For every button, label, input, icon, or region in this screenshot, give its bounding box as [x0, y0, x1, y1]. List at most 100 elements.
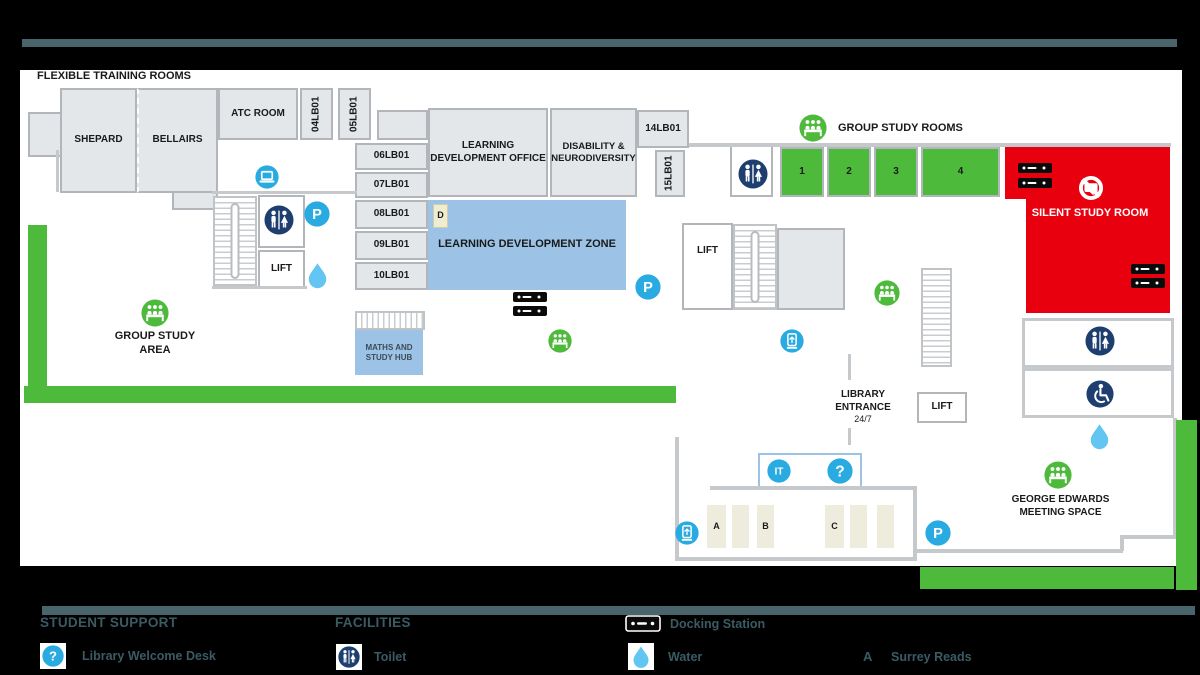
room-label-booth-c: C [831, 520, 838, 531]
wall-segment-10 [913, 486, 917, 561]
room-room-10lb01: 10LB01 [355, 262, 428, 290]
docking-station-icon-5 [1131, 264, 1165, 274]
room-label-atc-room: ATC ROOM [231, 107, 285, 119]
docking-station-legend-icon [625, 615, 661, 632]
green-accent-bar-1 [28, 225, 47, 388]
room-group-room-4: 4 [921, 147, 1000, 197]
room-label-tab-d: D [437, 210, 444, 221]
room-label-group-room-1: 1 [799, 165, 805, 177]
room-label-room-06lb01: 06LB01 [373, 150, 410, 162]
room-atc-room: ATC ROOM [218, 88, 298, 140]
group-study-icon-2 [548, 329, 572, 353]
docking-station-icon-3 [1018, 163, 1052, 173]
room-label-bellairs: BELLAIRS [152, 134, 203, 146]
group-study-icon-4 [874, 280, 900, 306]
wall-segment-12 [848, 354, 851, 380]
room-label-learning-dev-office: LEARNING DEVELOPMENT OFFICE [430, 140, 546, 164]
room-booth-6 [877, 505, 894, 548]
room-label-room-05lb01: 05LB01 [348, 96, 360, 132]
docking-station-icon-4 [1018, 178, 1052, 188]
svg-text:P: P [312, 207, 322, 223]
wall-segment-8 [675, 437, 679, 561]
group-study-icon-5 [1044, 461, 1072, 489]
parking-icon-3: P [925, 520, 951, 546]
room-label-room-04lb01: 04LB01 [310, 96, 322, 132]
room-label-room-10lb01: 10LB01 [373, 269, 410, 281]
room-label-learning-dev-zone: LEARNING DEVELOPMENT ZONE [438, 238, 616, 251]
wall-segment-5 [917, 549, 1123, 553]
water-icon-1 [307, 262, 328, 289]
group-study-icon-3 [799, 114, 827, 142]
docking-station-icon-2 [513, 306, 547, 316]
map-label-flexible-training-rooms: FLEXIBLE TRAINING ROOMS [37, 70, 191, 82]
accessible-toilet-icon [1086, 380, 1114, 408]
wall-segment-6 [1120, 535, 1178, 539]
room-tab-d: D [433, 204, 448, 228]
svg-text:?: ? [835, 463, 844, 480]
room-group-room-1: 1 [780, 147, 824, 197]
legend-label-welcome-desk: Library Welcome Desk [82, 649, 216, 663]
legend-label-toilet: Toilet [374, 650, 407, 664]
room-room-09lb01: 09LB01 [355, 231, 428, 260]
room-label-shepard: SHEPARD [74, 134, 123, 146]
room-label-lift-left: LIFT [270, 262, 293, 274]
svg-text:IT: IT [775, 466, 784, 477]
room-booth-c: C [825, 505, 844, 548]
room-label-lift-bottom: LIFT [931, 401, 953, 413]
top-accent-bar [22, 39, 1177, 47]
water-icon-2 [1089, 423, 1110, 450]
room-room-08lb01: 08LB01 [355, 200, 428, 229]
book-return-icon-1 [780, 329, 804, 353]
welcome-desk-icon: ? [827, 458, 853, 484]
legend-label-water: Water [668, 650, 703, 664]
room-room-15lb01: 15LB01 [655, 150, 685, 197]
staircase-2 [733, 224, 777, 310]
wall-segment-0 [689, 143, 1171, 147]
room-label-room-08lb01: 08LB01 [373, 208, 410, 220]
room-room-14lb01: 14LB01 [637, 110, 689, 148]
room-booth-b: B [757, 505, 774, 548]
room-label-room-07lb01: 07LB01 [373, 178, 410, 190]
room-room-small-top [377, 110, 428, 140]
map-label-library-entrance: LIBRARY ENTRANCE [835, 389, 891, 413]
laptop-icon [255, 165, 279, 189]
room-label-maths-study-hub: MATHS AND STUDY HUB [365, 342, 413, 362]
legend-header-student-support: STUDENT SUPPORT [40, 615, 178, 630]
silent-study-icon [1077, 174, 1105, 202]
room-shepard: SHEPARD [60, 88, 137, 193]
room-bellairs: BELLAIRS [137, 88, 218, 193]
room-room-07lb01: 07LB01 [355, 172, 428, 198]
room-label-room-15lb01: 15LB01 [663, 155, 675, 192]
wall-segment-1 [212, 191, 357, 194]
room-label-group-room-3: 3 [893, 165, 899, 177]
room-lift-center: LIFT [682, 223, 733, 310]
svg-text:P: P [933, 526, 943, 542]
group-study-icon-1 [141, 299, 169, 327]
room-maths-study-hub: MATHS AND STUDY HUB [355, 330, 423, 375]
room-group-room-3: 3 [874, 147, 918, 197]
docking-station-icon-6 [1131, 278, 1165, 288]
staircase-4 [355, 311, 425, 330]
toilet-icon-2 [738, 159, 768, 189]
map-label-group-study-area: GROUP STUDY AREA [114, 330, 196, 357]
map-label-group-study-rooms: GROUP STUDY ROOMS [838, 122, 963, 134]
room-booth-5 [850, 505, 867, 548]
map-label-george-edwards: GEORGE EDWARDS MEETING SPACE [1011, 494, 1110, 518]
water-legend-icon [628, 643, 654, 670]
wall-segment-7 [1120, 535, 1124, 551]
parking-icon-1: P [304, 201, 330, 227]
room-label-group-room-2: 2 [846, 165, 852, 177]
map-label-library-hours: 24/7 [854, 414, 872, 424]
stair-handrail [230, 203, 240, 279]
legend-header-facilities: FACILITIES [335, 615, 411, 630]
room-label-room-09lb01: 09LB01 [373, 239, 410, 251]
legend-label-docking-station: Docking Station [670, 617, 766, 631]
staircase-3 [921, 268, 952, 367]
toilet-icon-1 [264, 205, 294, 235]
toilet-legend-icon [336, 644, 362, 670]
book-return-icon-2 [675, 521, 699, 545]
room-label-booth-b: B [762, 520, 769, 531]
room-gray-room-center [777, 228, 845, 310]
legend-label-surrey-reads: Surrey Reads [891, 650, 972, 664]
